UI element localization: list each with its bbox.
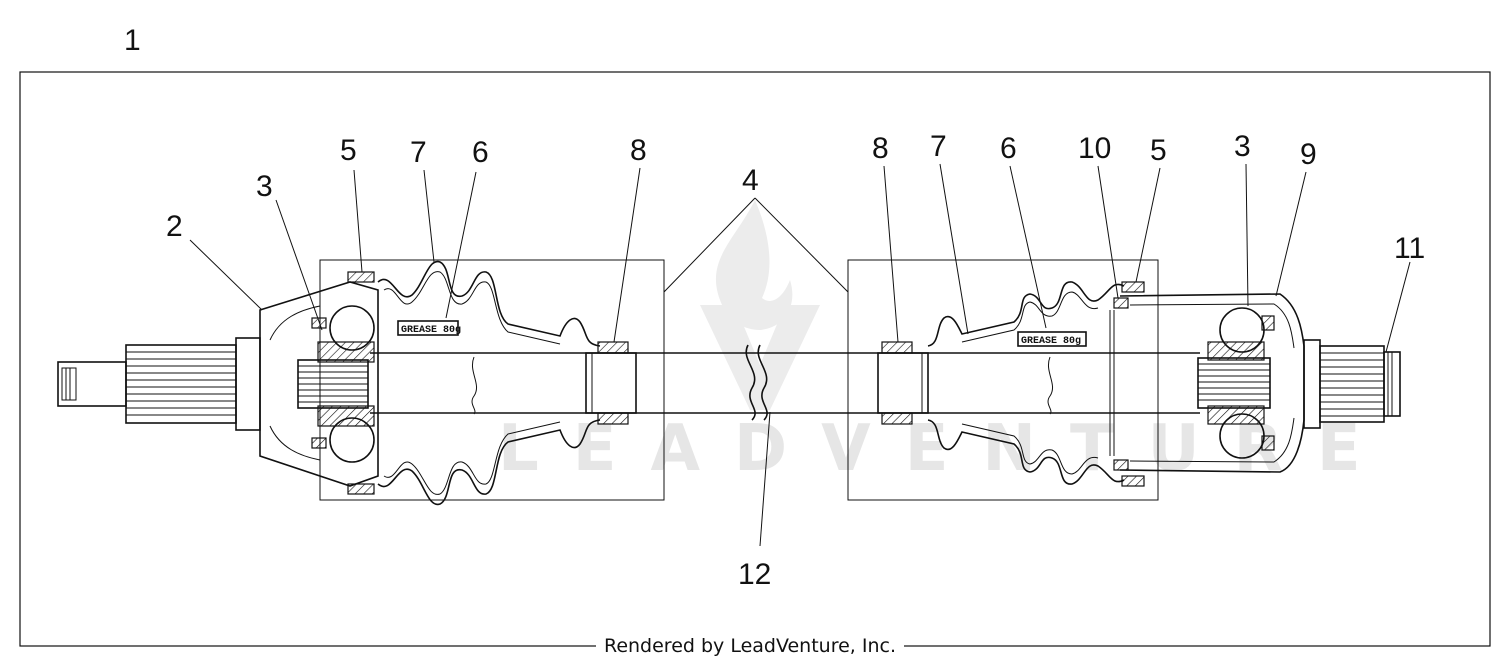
callout-4: 4	[742, 164, 759, 197]
detail-box-left	[319, 259, 665, 501]
callout-9: 9	[1300, 138, 1317, 171]
watermark-v-icon	[700, 305, 820, 410]
callout-3-left: 3	[256, 170, 273, 203]
left-cv-housing	[259, 271, 379, 495]
footer-backdrop	[596, 632, 904, 658]
callout-12: 12	[738, 558, 771, 591]
callout-2: 2	[166, 210, 183, 243]
callout-3-right: 3	[1234, 130, 1251, 163]
main-shaft	[370, 344, 1200, 421]
left-spline-stub	[57, 337, 261, 431]
callout-5-right: 5	[1150, 134, 1167, 167]
callouts: 1 2 3 5 7 6 8 4 8 7 6 10 5 3 9 11 12	[124, 24, 1425, 591]
footer-credit: Rendered by LeadVenture, Inc.	[604, 635, 896, 657]
callout-7-right: 7	[930, 130, 947, 163]
left-shaft-collar	[585, 341, 637, 425]
detail-box-right	[847, 259, 1159, 501]
leader-lines	[189, 163, 1411, 547]
callout-7-left: 7	[410, 136, 427, 169]
callout-6-right: 6	[1000, 132, 1017, 165]
left-boot: GREASE 80g	[377, 261, 601, 505]
right-shaft-collar	[877, 341, 929, 425]
right-spline-stub	[1303, 339, 1401, 429]
watermark-flame-icon	[715, 200, 793, 330]
callout-11: 11	[1394, 232, 1425, 265]
figure-label: 1	[124, 24, 141, 57]
callout-8-right: 8	[872, 132, 889, 165]
callout-5-left: 5	[340, 134, 357, 167]
grease-label-left: GREASE 80g	[401, 325, 461, 336]
callout-8-left: 8	[630, 134, 647, 167]
callout-10: 10	[1078, 132, 1111, 165]
grease-label-right: GREASE 80g	[1021, 336, 1081, 347]
callout-6-left: 6	[472, 136, 489, 169]
